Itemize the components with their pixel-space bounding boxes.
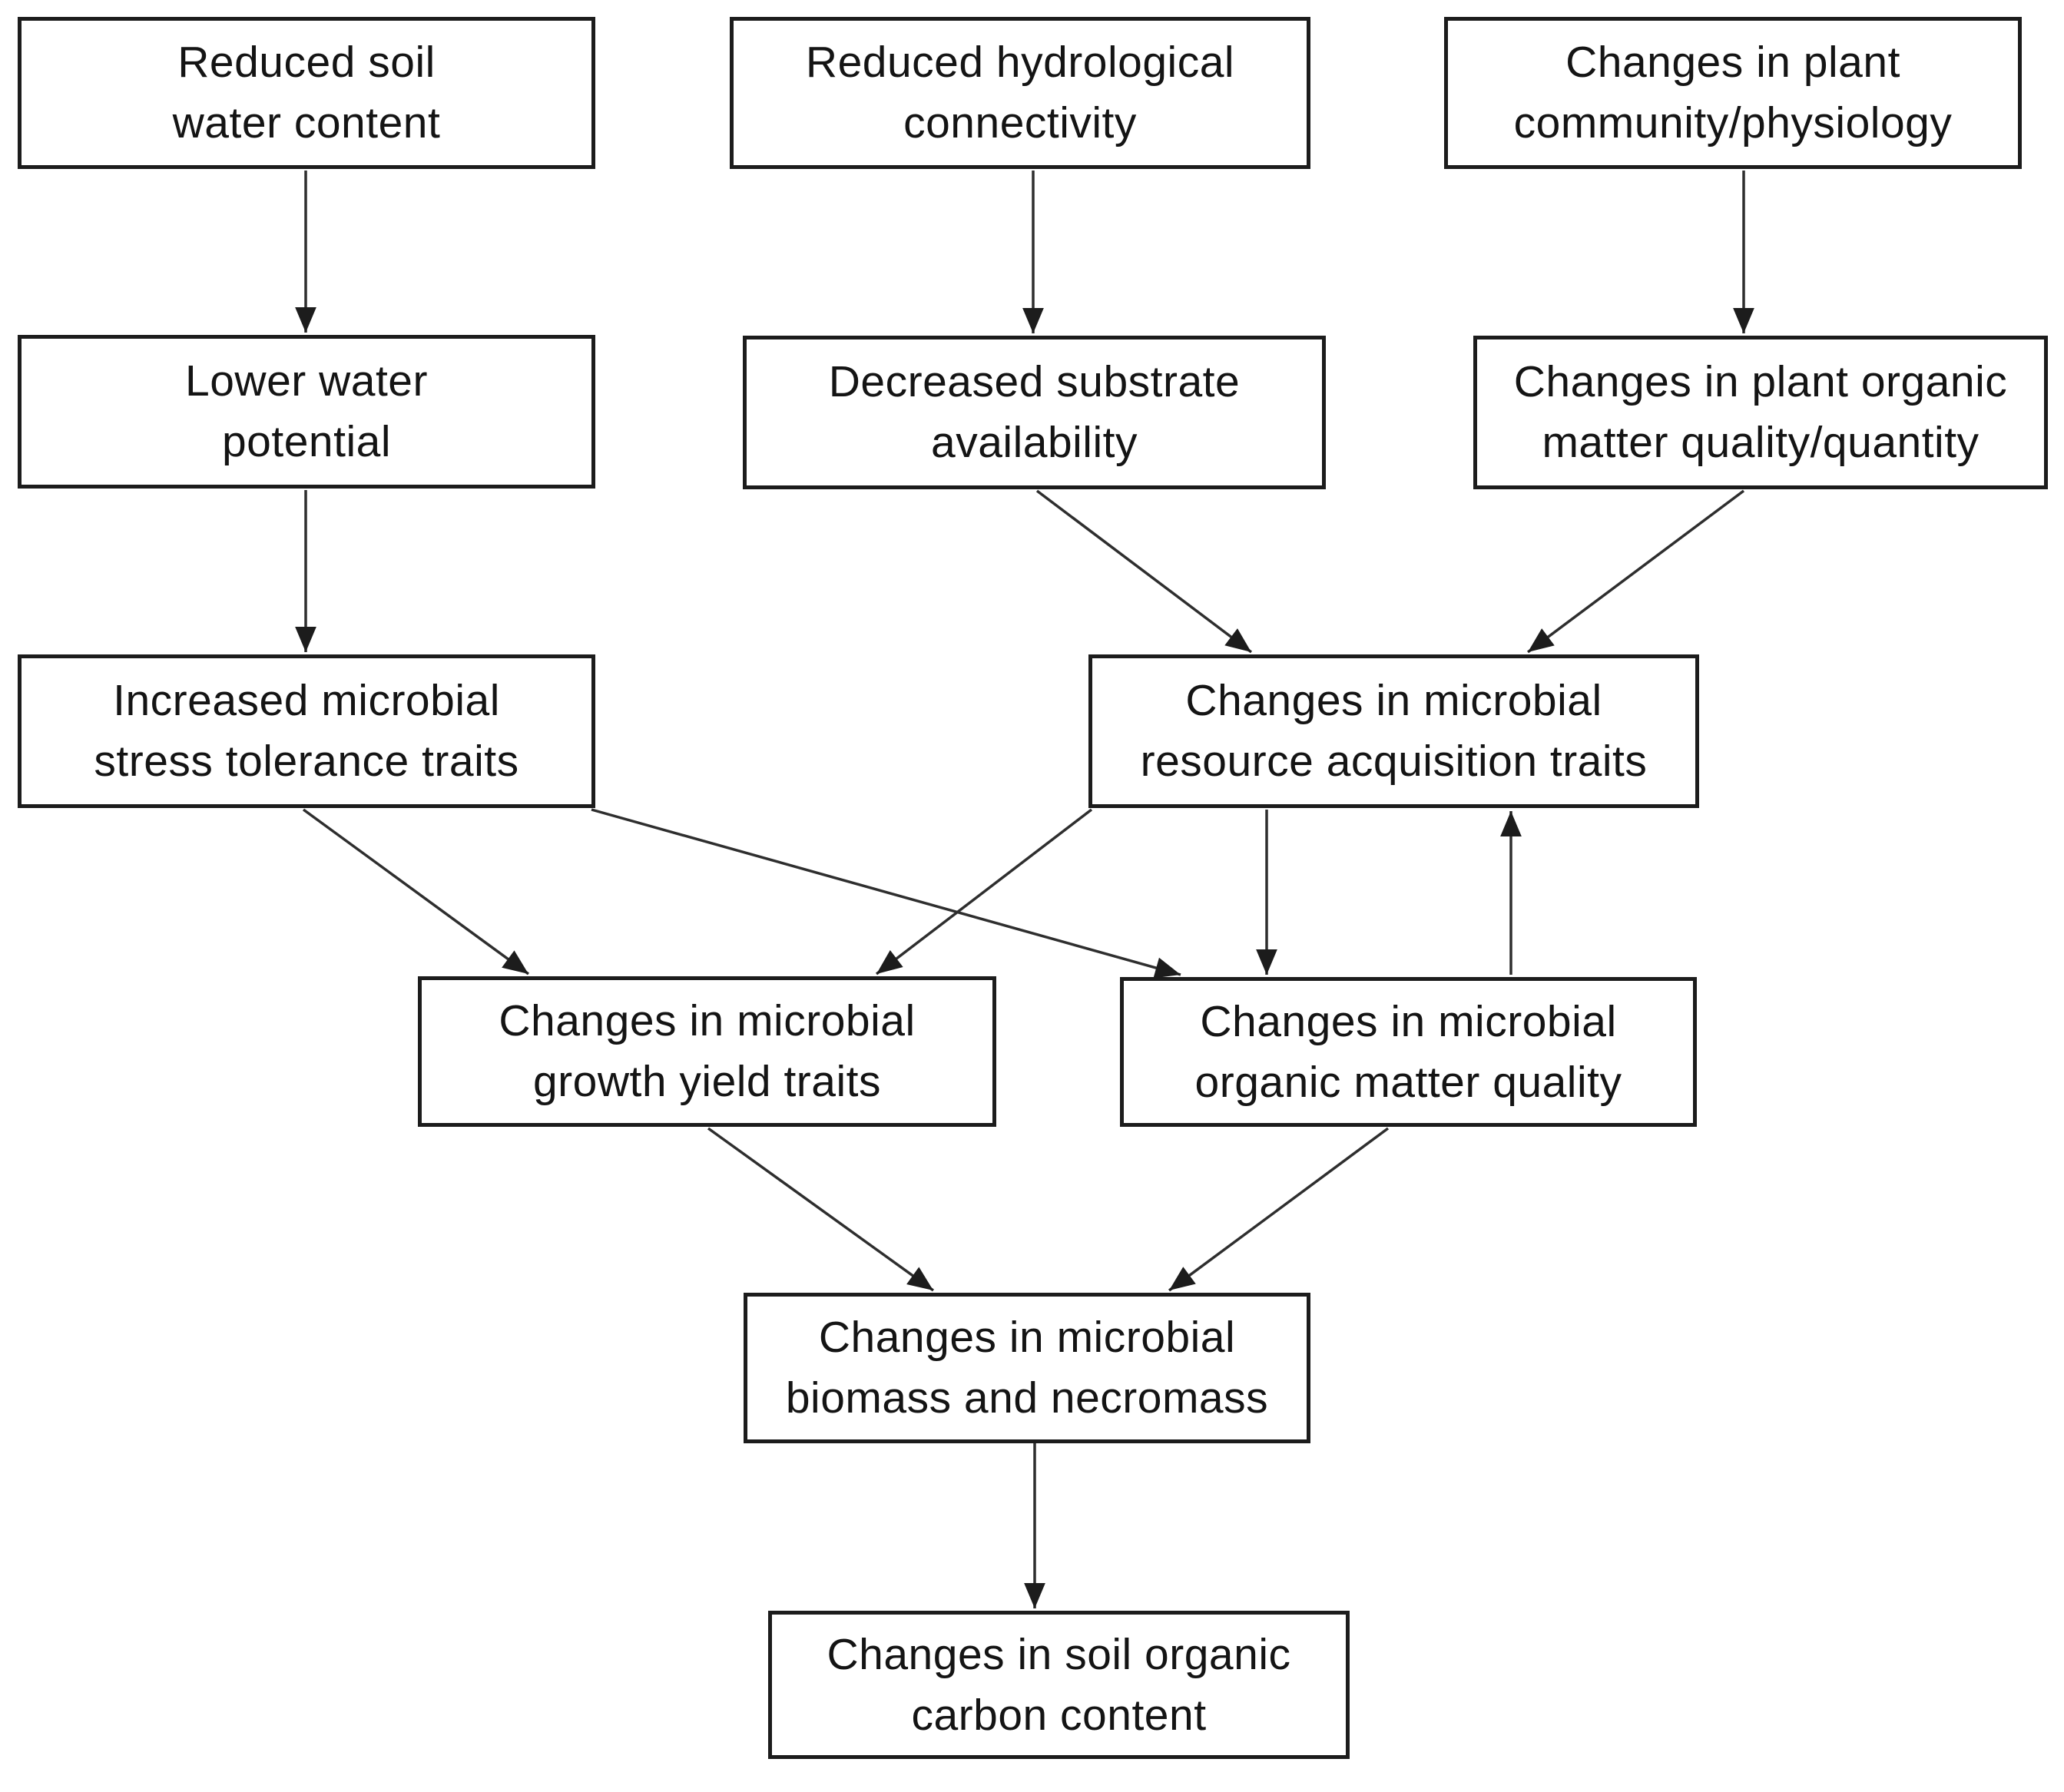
node-label-line: Changes in microbial [1200,996,1617,1046]
node-label-line: Changes in microbial [499,996,916,1045]
arrow-resource-acquisition-to-growth-yield [875,808,1093,975]
node-label-line: Lower water [185,356,428,406]
node-label-line: growth yield traits [532,1057,881,1106]
node-label-line: Changes in soil organic [827,1629,1291,1679]
node-label-line: matter quality/quantity [1542,418,1980,467]
node-label-line: biomass and necromass [785,1373,1269,1423]
node-label-line: stress tolerance traits [94,737,519,786]
node-label-line: Reduced hydrological [805,38,1235,87]
node-changes-in-microbial-growth-yield-traits: Changes in microbial growth yield traits [418,976,996,1127]
node-changes-in-microbial-biomass-and-necromass: Changes in microbial biomass and necroma… [744,1293,1310,1443]
arrow-microbial-om-quality-to-biomass-necromass [1168,1127,1390,1292]
node-changes-in-microbial-resource-acquisition-traits: Changes in microbial resource acquisitio… [1088,654,1699,808]
node-label-line: Changes in microbial [1185,676,1602,725]
node-label-line: Decreased substrate [828,357,1241,406]
node-label-line: potential [221,417,391,466]
arrow-growth-yield-to-biomass-necromass [707,1127,935,1292]
node-label-line: Changes in plant organic [1513,357,2008,406]
node-label-line: Increased microbial [113,676,500,725]
node-label-line: connectivity [903,98,1137,147]
node-changes-in-microbial-organic-matter-quality: Changes in microbial organic matter qual… [1120,977,1697,1127]
node-label-line: community/physiology [1513,98,1953,147]
node-label-line: organic matter quality [1194,1057,1622,1107]
node-label-line: availability [931,418,1138,467]
node-changes-in-plant-organic-matter-quality-quantity: Changes in plant organic matter quality/… [1473,336,2048,489]
node-reduced-hydrological-connectivity: Reduced hydrological connectivity [730,17,1310,169]
node-label-line: Changes in microbial [818,1313,1236,1362]
node-reduced-soil-water-content: Reduced soil water content [18,17,595,169]
node-lower-water-potential: Lower water potential [18,335,595,489]
arrow-stress-tolerance-to-microbial-om-quality [591,808,1181,979]
node-label-line: water content [172,98,441,147]
node-changes-in-plant-community-physiology: Changes in plant community/physiology [1444,17,2022,169]
node-label-line: Reduced soil [177,38,436,87]
arrow-plant-om-quality-to-resource-acquisition [1526,489,1745,654]
node-changes-in-soil-organic-carbon-content: Changes in soil organic carbon content [768,1611,1350,1759]
node-increased-microbial-stress-tolerance-traits: Increased microbial stress tolerance tra… [18,654,595,808]
node-label-line: carbon content [911,1690,1207,1740]
arrow-decreased-substrate-to-resource-acquisition [1035,489,1253,654]
node-label-line: resource acquisition traits [1140,737,1648,786]
arrow-stress-tolerance-to-growth-yield [302,808,530,975]
node-decreased-substrate-availability: Decreased substrate availability [743,336,1326,489]
node-label-line: Changes in plant [1565,38,1900,87]
